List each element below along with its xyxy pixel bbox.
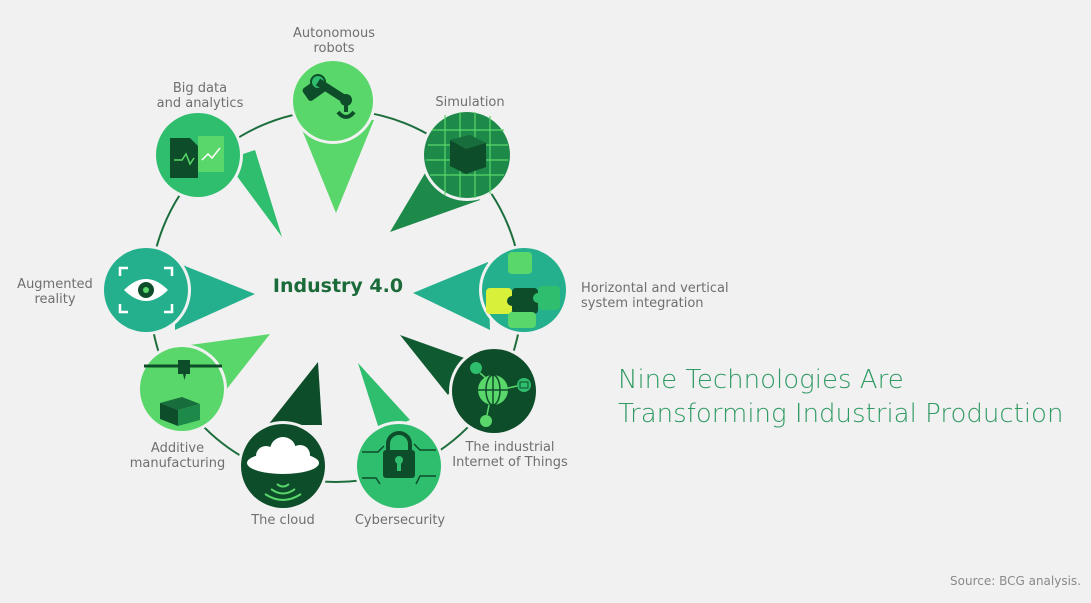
robots-pointer — [298, 120, 374, 213]
integration-pointer — [413, 262, 490, 330]
integration-node — [479, 245, 569, 335]
simulation-node — [421, 109, 513, 201]
source-note: Source: BCG analysis. — [950, 574, 1081, 588]
hub-title: Industry 4.0 — [272, 275, 404, 297]
cyber-node — [354, 421, 444, 511]
cloud-node — [238, 421, 328, 511]
cyber-label: Cybersecurity — [354, 513, 446, 528]
cloud-icon — [247, 437, 319, 474]
padlock-icon — [383, 431, 415, 478]
iot-label: The industrial Internet of Things — [452, 440, 568, 470]
additive-pointer — [190, 334, 270, 395]
simulation-label: Simulation — [435, 95, 505, 110]
simulation-pointer — [390, 148, 480, 232]
ar-label: Augmented reality — [17, 277, 93, 307]
globe-network-icon — [470, 362, 531, 427]
additive-label: Additive manufacturing — [129, 441, 226, 471]
3d-printer-icon — [144, 360, 222, 426]
wireless-signal-icon — [264, 483, 302, 501]
robots-node — [290, 58, 376, 144]
headline: Nine Technologies Are Transforming Indus… — [618, 365, 1064, 429]
cyber-pointer — [358, 363, 410, 432]
robot-arm-icon — [302, 74, 356, 119]
ar-pointer — [175, 262, 255, 330]
ar-node — [101, 245, 191, 335]
additive-node — [137, 344, 227, 434]
cloud-pointer — [268, 362, 322, 425]
integration-label: Horizontal and vertical system integrati… — [581, 281, 729, 311]
bigdata-node — [153, 110, 243, 200]
bigdata-label: Big data and analytics — [156, 81, 244, 111]
cloud-label: The cloud — [251, 513, 315, 528]
circuit-lines-icon — [362, 443, 436, 485]
robots-label: Autonomous robots — [292, 26, 375, 56]
eye-viewfinder-icon — [118, 266, 174, 314]
data-documents-icon — [170, 136, 224, 178]
iot-node — [449, 346, 539, 436]
puzzle-icon — [486, 252, 560, 328]
